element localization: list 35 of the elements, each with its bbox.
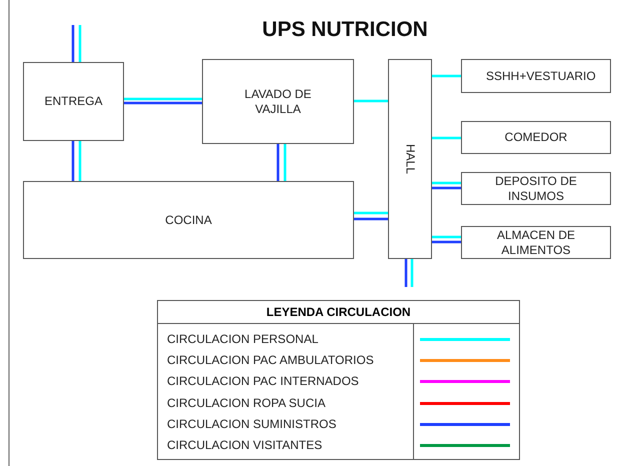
room-box: COMEDOR — [461, 121, 611, 154]
circulation-line — [410, 259, 414, 287]
circulation-line — [432, 74, 461, 78]
legend-text: CIRCULACION PAC INTERNADOS — [167, 374, 359, 388]
circulation-line — [72, 141, 74, 181]
circulation-line — [432, 236, 461, 238]
circulation-line — [354, 212, 388, 214]
room-box: COCINA — [23, 181, 354, 259]
legend-text: CIRCULACION SUMINISTROS — [167, 416, 336, 431]
room-box: DEPOSITO DE INSUMOS — [461, 172, 611, 205]
circulation-line — [354, 218, 388, 220]
legend-text: CIRCULACION VISITANTES — [167, 438, 322, 452]
room-box: ENTREGA — [23, 62, 124, 141]
circulation-line — [432, 182, 461, 184]
circulation-line — [354, 100, 388, 102]
circulation-line — [78, 141, 82, 181]
circulation-line — [404, 259, 408, 287]
circulation-line — [124, 102, 202, 104]
title: UPS NUTRICION — [261, 18, 429, 42]
circulation-line — [78, 25, 82, 62]
legend-text: CIRCULACION PERSONAL — [167, 332, 318, 346]
legend-heading: LEYENDA CIRCULACION — [158, 301, 519, 324]
circulation-line — [432, 240, 461, 244]
room-box: SSHH+VESTUARIO — [461, 59, 611, 93]
circulation-line — [72, 25, 74, 62]
circulation-line — [124, 98, 202, 100]
legend-text: CIRCULACION ROPA SUCIA — [167, 396, 326, 410]
room-box: LAVADO DE VAJILLA — [202, 59, 354, 144]
circulation-line — [432, 136, 461, 140]
legend-text: CIRCULACION PAC AMBULATORIOS — [167, 353, 374, 368]
room-box: ALMACEN DE ALIMENTOS — [461, 226, 611, 259]
room-box: HALL — [388, 59, 432, 259]
circulation-line — [284, 144, 286, 181]
circulation-line — [276, 144, 280, 181]
circulation-line — [432, 186, 461, 190]
